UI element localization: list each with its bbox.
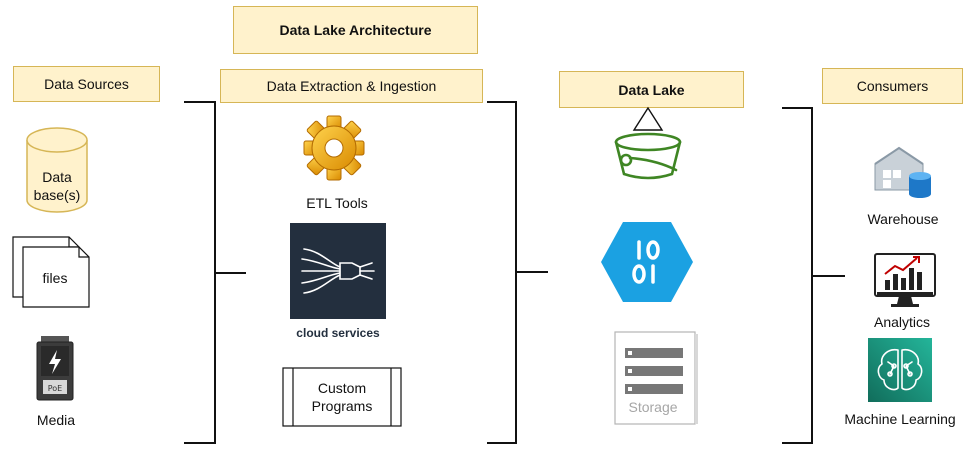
bracket-lake: [782, 107, 813, 444]
cloud-services-icon: [290, 223, 386, 319]
bracket-sources: [184, 101, 216, 444]
media-device-icon: PoE: [35, 336, 75, 402]
header-data-sources: Data Sources: [13, 66, 160, 102]
bracket-lake-connector: [813, 275, 845, 277]
analytics-icon: [873, 252, 937, 310]
etl-tools-label: ETL Tools: [306, 195, 368, 211]
header-extraction-ingestion: Data Extraction & Ingestion: [220, 69, 483, 103]
diagram-title: Data Lake Architecture: [233, 6, 478, 54]
warehouse-label: Warehouse: [867, 211, 939, 227]
custom-programs-box: [282, 367, 402, 427]
bucket-icon: [606, 104, 690, 182]
header-data-lake: Data Lake: [559, 71, 744, 108]
header-consumers: Consumers: [822, 68, 963, 104]
storage-icon: [613, 330, 699, 426]
warehouse-icon: [873, 146, 933, 202]
custom-programs-label: Custom Programs: [311, 380, 373, 414]
media-badge-text: PoE: [48, 384, 63, 393]
cloud-services-label: cloud services: [296, 326, 380, 340]
database-icon: [25, 126, 89, 216]
files-icon: [11, 235, 91, 311]
binary-data-icon: [601, 220, 693, 304]
bracket-ingestion-connector: [517, 271, 548, 273]
machine-learning-label: Machine Learning: [844, 411, 956, 427]
storage-label: Storage: [628, 399, 678, 415]
bracket-ingestion: [487, 101, 517, 444]
files-label: files: [42, 270, 68, 286]
database-label: Data base(s): [33, 169, 81, 203]
bracket-sources-connector: [216, 272, 246, 274]
analytics-label: Analytics: [873, 314, 931, 330]
machine-learning-icon: [868, 338, 932, 402]
media-label: Media: [36, 412, 76, 428]
gear-icon: [303, 112, 365, 184]
